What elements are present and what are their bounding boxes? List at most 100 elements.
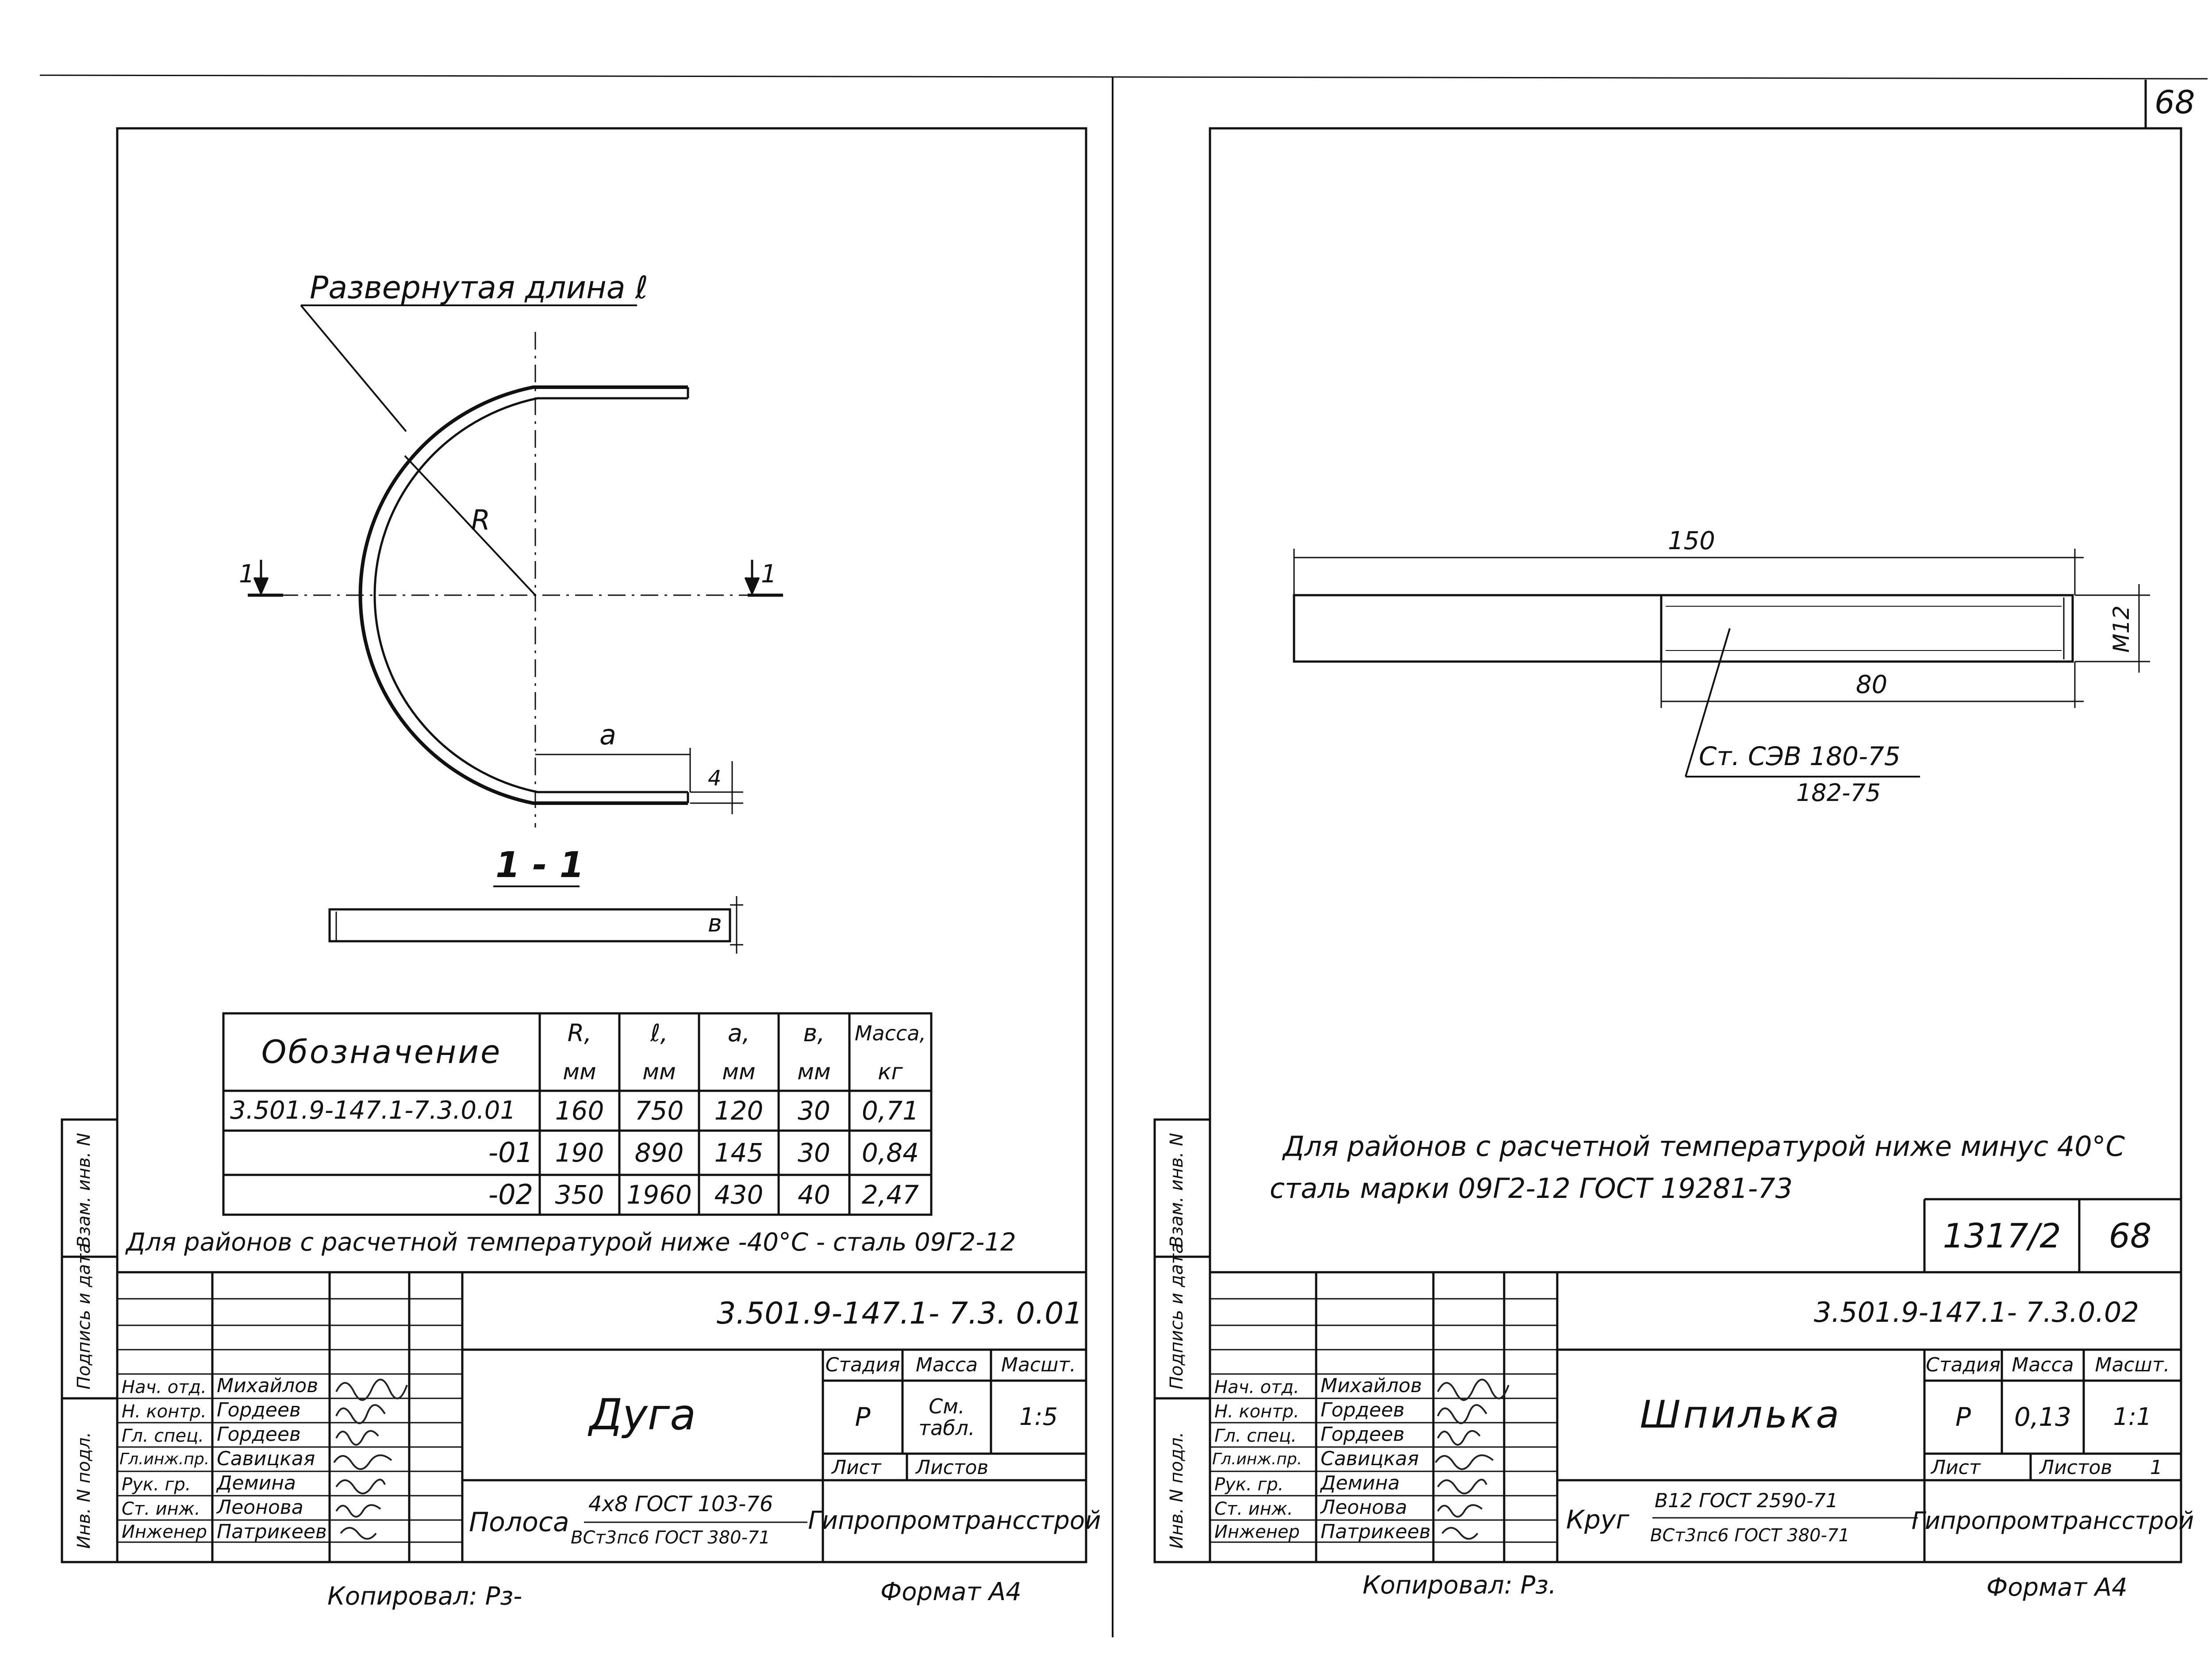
- right-note-line2: сталь марки 09Г2-12 ГОСТ 19281-73: [1270, 1172, 1793, 1205]
- left-mass-label: Масса: [915, 1353, 978, 1376]
- right-note-line1: Для районов с расчетной температурой ниж…: [1283, 1130, 2125, 1162]
- right-box-code: 1317/2: [1943, 1216, 2061, 1255]
- table-cell: 350: [555, 1179, 604, 1210]
- table-header-mass-unit: кг: [878, 1059, 903, 1085]
- left-material-prefix: Полоса: [469, 1507, 569, 1538]
- right-stamp-lines: [1210, 1271, 2181, 1562]
- table-cell: 0,84: [861, 1137, 919, 1168]
- table-header-r-unit: мм: [563, 1059, 596, 1085]
- radius-label: R: [471, 504, 491, 536]
- left-name: Патрикеев: [217, 1520, 327, 1543]
- right-name: Гордеев: [1321, 1399, 1405, 1421]
- left-name: Демина: [217, 1472, 296, 1494]
- table-header-b: в,: [803, 1019, 825, 1047]
- section-mark-right: 1: [761, 560, 777, 589]
- right-material-bottom: ВСт3пс6 ГОСТ 380-71: [1650, 1525, 1850, 1546]
- right-copied: Копировал: Рз.: [1363, 1571, 1556, 1600]
- right-role: Рук. гр.: [1214, 1474, 1284, 1495]
- right-scale-label: Масшт.: [2095, 1353, 2170, 1376]
- table-header-a: a,: [727, 1019, 750, 1047]
- left-note: Для районов с расчетной температурой ниж…: [126, 1228, 1016, 1257]
- right-material-prefix: Круг: [1566, 1505, 1629, 1535]
- table-cell: 750: [634, 1095, 684, 1126]
- table-header-b-unit: мм: [797, 1059, 831, 1085]
- table-cell: 120: [714, 1095, 764, 1126]
- dim-diameter-label: М12: [2108, 605, 2134, 653]
- left-doc-code: 3.501.9-147.1- 7.3. 0.01: [717, 1296, 1083, 1331]
- table-row: 3.501.9-147.1-7.3.0.01: [230, 1096, 516, 1125]
- left-name: Леонова: [217, 1496, 303, 1519]
- table-cell: 30: [798, 1137, 830, 1168]
- table-header-r: R,: [567, 1019, 592, 1047]
- right-scale-value: 1:1: [2113, 1403, 2152, 1431]
- left-stage-value: Р: [855, 1402, 871, 1432]
- right-side-label: Инв. N подл.: [1167, 1432, 1187, 1549]
- right-side-label: Подпись и дата: [1167, 1243, 1187, 1389]
- left-margin-strip: [61, 1118, 119, 1563]
- left-part-title: Дуга: [589, 1390, 696, 1440]
- right-sheets-value: 1: [2150, 1456, 2162, 1479]
- left-role: Ст. инж.: [122, 1499, 200, 1519]
- right-role: Гл. спец.: [1214, 1426, 1297, 1446]
- right-material-top: В12 ГОСТ 2590-71: [1655, 1490, 1838, 1512]
- left-material-top: 4x8 ГОСТ 103-76: [588, 1492, 773, 1516]
- table-cell: 40: [798, 1179, 830, 1210]
- table-row: -01: [488, 1136, 533, 1169]
- stud-part-drawing: [1293, 549, 2150, 777]
- left-role: Н. контр.: [122, 1401, 207, 1422]
- left-role: Рук. гр.: [122, 1474, 191, 1495]
- table-cell: 190: [555, 1137, 604, 1168]
- table-header-l: ℓ,: [650, 1019, 668, 1047]
- page-number: 68: [2154, 84, 2195, 121]
- width-label: в: [708, 909, 722, 937]
- right-stage-value: Р: [1955, 1402, 1971, 1432]
- right-frame: [1209, 127, 2182, 1563]
- right-code-box-lines: [1923, 1198, 2181, 1272]
- right-format: Формат А4: [1986, 1573, 2128, 1602]
- right-role: Н. контр.: [1214, 1401, 1299, 1422]
- left-name: Гордеев: [217, 1423, 301, 1446]
- left-mass-value: См. табл.: [918, 1394, 975, 1440]
- right-name: Патрикеев: [1321, 1520, 1431, 1543]
- right-stage-label: Стадия: [1926, 1353, 2001, 1376]
- left-name: Савицкая: [217, 1447, 315, 1470]
- left-side-label: Взам. инв. N: [74, 1133, 94, 1248]
- left-spec-table-lines: [222, 1012, 933, 1216]
- steel-grade-top: Ст. СЭВ 180-75: [1699, 741, 1901, 771]
- table-cell: 1960: [626, 1179, 692, 1210]
- right-mass-value: 0,13: [2014, 1402, 2072, 1432]
- dim-length-label: 150: [1668, 527, 1715, 555]
- table-header-mass: Масса,: [854, 1021, 926, 1045]
- table-header-a-unit: мм: [722, 1059, 756, 1085]
- left-sheets-label: Листов: [916, 1456, 989, 1479]
- left-format: Формат А4: [880, 1578, 1022, 1606]
- left-sheet-label: Лист: [832, 1456, 881, 1479]
- right-box-page: 68: [2108, 1216, 2152, 1255]
- right-role: Ст. инж.: [1214, 1499, 1293, 1519]
- table-header-l-unit: мм: [642, 1059, 676, 1085]
- arc-part-drawing: [248, 304, 783, 954]
- right-doc-code: 3.501.9-147.1- 7.3.0.02: [1814, 1296, 2139, 1328]
- table-cell: 890: [634, 1137, 684, 1168]
- table-cell: 160: [555, 1095, 604, 1126]
- left-organization: Гипропромтрансстрой: [808, 1506, 1101, 1536]
- table-cell: 2,47: [861, 1179, 919, 1210]
- left-role: Гл. спец.: [122, 1426, 204, 1446]
- right-name: Демина: [1321, 1472, 1400, 1494]
- right-role: Нач. отд.: [1214, 1377, 1299, 1397]
- left-name: Гордеев: [217, 1399, 301, 1421]
- left-material-bottom: ВСт3пс6 ГОСТ 380-71: [571, 1528, 770, 1548]
- left-name: Михайлов: [217, 1374, 319, 1397]
- left-stage-label: Стадия: [825, 1353, 900, 1376]
- right-role: Инженер: [1214, 1522, 1300, 1542]
- right-sheet-label: Лист: [1931, 1456, 1981, 1479]
- left-copied: Копировал: Рз-: [327, 1582, 522, 1611]
- steel-grade-bottom: 182-75: [1796, 779, 1881, 807]
- section-title: 1 - 1: [495, 844, 584, 885]
- right-mass-label: Масса: [2012, 1353, 2074, 1376]
- right-name: Савицкая: [1321, 1447, 1419, 1470]
- left-scale-label: Масшт.: [1001, 1353, 1076, 1376]
- right-part-title: Шпилька: [1640, 1393, 1842, 1437]
